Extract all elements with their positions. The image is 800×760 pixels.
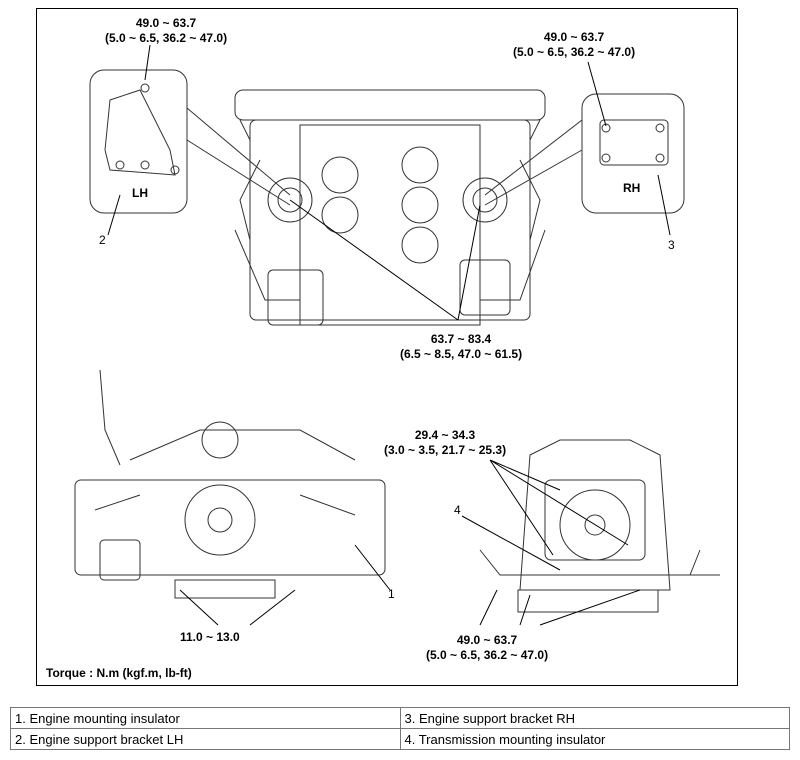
diagram-frame — [36, 8, 738, 686]
torque-center-nm: 63.7 ~ 83.4 — [430, 332, 492, 346]
torque-lh-alt: (5.0 ~ 6.5, 36.2 ~ 47.0) — [105, 31, 228, 45]
rh-detail — [484, 93, 685, 214]
torque-trans-lower: 49.0 ~ 63.7 (5.0 ~ 6.5, 36.2 ~ 47.0) — [426, 633, 548, 663]
torque-trans-lower-nm: 49.0 ~ 63.7 — [456, 633, 518, 647]
callout-1: 1 — [388, 587, 395, 601]
callout-4: 4 — [454, 503, 461, 517]
torque-lh-nm: 49.0 ~ 63.7 — [135, 16, 197, 30]
engine-side-view — [74, 369, 386, 599]
engine-top-view — [234, 89, 546, 326]
torque-trans-lower-alt: (5.0 ~ 6.5, 36.2 ~ 47.0) — [426, 648, 549, 662]
legend-row: 2. Engine support bracket LH 4. Transmis… — [10, 728, 790, 750]
torque-lh-bracket: 49.0 ~ 63.7 (5.0 ~ 6.5, 36.2 ~ 47.0) — [105, 16, 227, 46]
torque-trans-upper: 29.4 ~ 34.3 (3.0 ~ 3.5, 21.7 ~ 25.3) — [384, 428, 506, 458]
torque-rh-bracket: 49.0 ~ 63.7 (5.0 ~ 6.5, 36.2 ~ 47.0) — [513, 30, 635, 60]
mount-illustration — [74, 44, 720, 626]
legend-table: 1. Engine mounting insulator 3. Engine s… — [10, 707, 790, 750]
callout-2: 2 — [99, 233, 106, 247]
torque-center-bolts: 63.7 ~ 83.4 (6.5 ~ 8.5, 47.0 ~ 61.5) — [400, 332, 522, 362]
callout-3: 3 — [668, 238, 675, 252]
lh-label: LH — [132, 186, 148, 200]
torque-engine-insulator: 11.0 ~ 13.0 — [180, 630, 240, 645]
transmission-rear-view — [479, 439, 720, 613]
rh-label: RH — [623, 181, 641, 195]
torque-trans-upper-alt: (3.0 ~ 3.5, 21.7 ~ 25.3) — [384, 443, 507, 457]
legend-item-4: 4. Transmission mounting insulator — [399, 728, 790, 750]
torque-center-alt: (6.5 ~ 8.5, 47.0 ~ 61.5) — [400, 347, 523, 361]
legend-item-3: 3. Engine support bracket RH — [399, 707, 790, 729]
torque-insulator-nm: 11.0 ~ 13.0 — [180, 630, 240, 644]
torque-rh-alt: (5.0 ~ 6.5, 36.2 ~ 47.0) — [513, 45, 636, 59]
torque-unit-note: Torque : N.m (kgf.m, lb-ft) — [46, 666, 192, 680]
lh-detail — [89, 69, 291, 214]
torque-trans-upper-nm: 29.4 ~ 34.3 — [414, 428, 476, 442]
legend-item-1: 1. Engine mounting insulator — [10, 707, 401, 729]
torque-rh-nm: 49.0 ~ 63.7 — [543, 30, 605, 44]
legend-row: 1. Engine mounting insulator 3. Engine s… — [10, 707, 790, 729]
legend-item-2: 2. Engine support bracket LH — [10, 728, 401, 750]
